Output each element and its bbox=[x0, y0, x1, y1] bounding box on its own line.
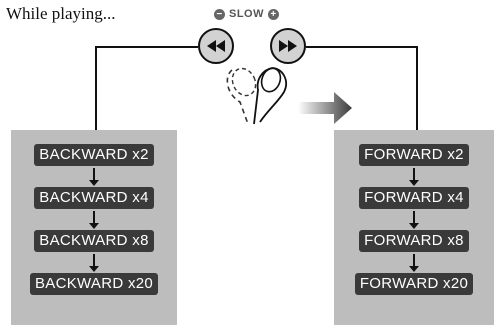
plus-icon: + bbox=[268, 8, 279, 20]
minus-icon: − bbox=[214, 8, 225, 20]
fast-forward-button[interactable] bbox=[270, 28, 306, 64]
slow-indicator: − SLOW + bbox=[214, 8, 279, 20]
forward-x2-label: FORWARD x2 bbox=[359, 144, 469, 166]
connector-right-vertical bbox=[416, 46, 418, 130]
connector-right-horizontal bbox=[306, 46, 418, 48]
connector-left-vertical bbox=[95, 46, 97, 130]
intro-text: While playing... bbox=[6, 4, 116, 23]
finger-illustration bbox=[226, 67, 287, 125]
rewind-icon bbox=[207, 40, 225, 52]
down-arrow-icon bbox=[89, 168, 99, 186]
forward-x20-label: FORWARD x20 bbox=[354, 273, 474, 295]
backward-x4-label: BACKWARD x4 bbox=[34, 187, 154, 209]
rewind-button[interactable] bbox=[198, 28, 234, 64]
forward-x4-label: FORWARD x4 bbox=[359, 187, 469, 209]
move-right-arrow-icon bbox=[298, 92, 352, 124]
slow-label: SLOW bbox=[229, 8, 264, 20]
connector-left-horizontal bbox=[96, 46, 198, 48]
down-arrow-icon bbox=[89, 211, 99, 229]
down-arrow-icon bbox=[409, 211, 419, 229]
backward-x2-label: BACKWARD x2 bbox=[34, 144, 154, 166]
down-arrow-icon bbox=[89, 254, 99, 272]
forward-speed-panel: FORWARD x2 FORWARD x4 FORWARD x8 FORWARD… bbox=[334, 130, 494, 325]
fast-forward-icon bbox=[279, 40, 297, 52]
backward-x20-label: BACKWARD x20 bbox=[29, 273, 159, 295]
forward-x8-label: FORWARD x8 bbox=[359, 230, 469, 252]
backward-x8-label: BACKWARD x8 bbox=[34, 230, 154, 252]
down-arrow-icon bbox=[409, 168, 419, 186]
backward-speed-panel: BACKWARD x2 BACKWARD x4 BACKWARD x8 BACK… bbox=[11, 130, 177, 325]
down-arrow-icon bbox=[409, 254, 419, 272]
